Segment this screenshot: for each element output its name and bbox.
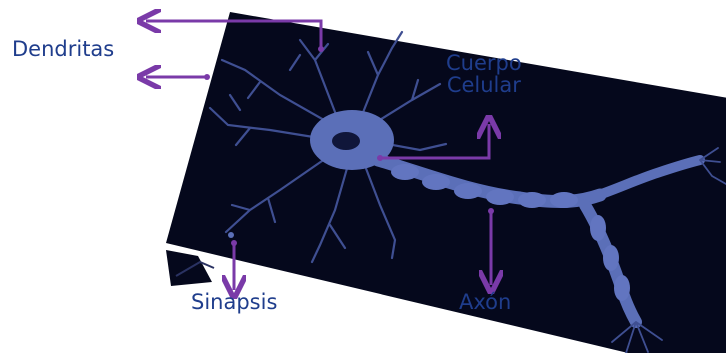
label-dendritas: Dendritas <box>12 38 114 60</box>
label-cuerpo-line1: Cuerpo <box>446 52 522 74</box>
label-cuerpo-line2: Celular <box>446 74 522 96</box>
label-cuerpo-celular: Cuerpo Celular <box>446 52 522 96</box>
synapse-dot <box>228 232 234 238</box>
label-sinapsis: Sinapsis <box>191 291 277 313</box>
label-axon: Axón <box>459 291 511 313</box>
cell-nucleus <box>332 132 360 150</box>
